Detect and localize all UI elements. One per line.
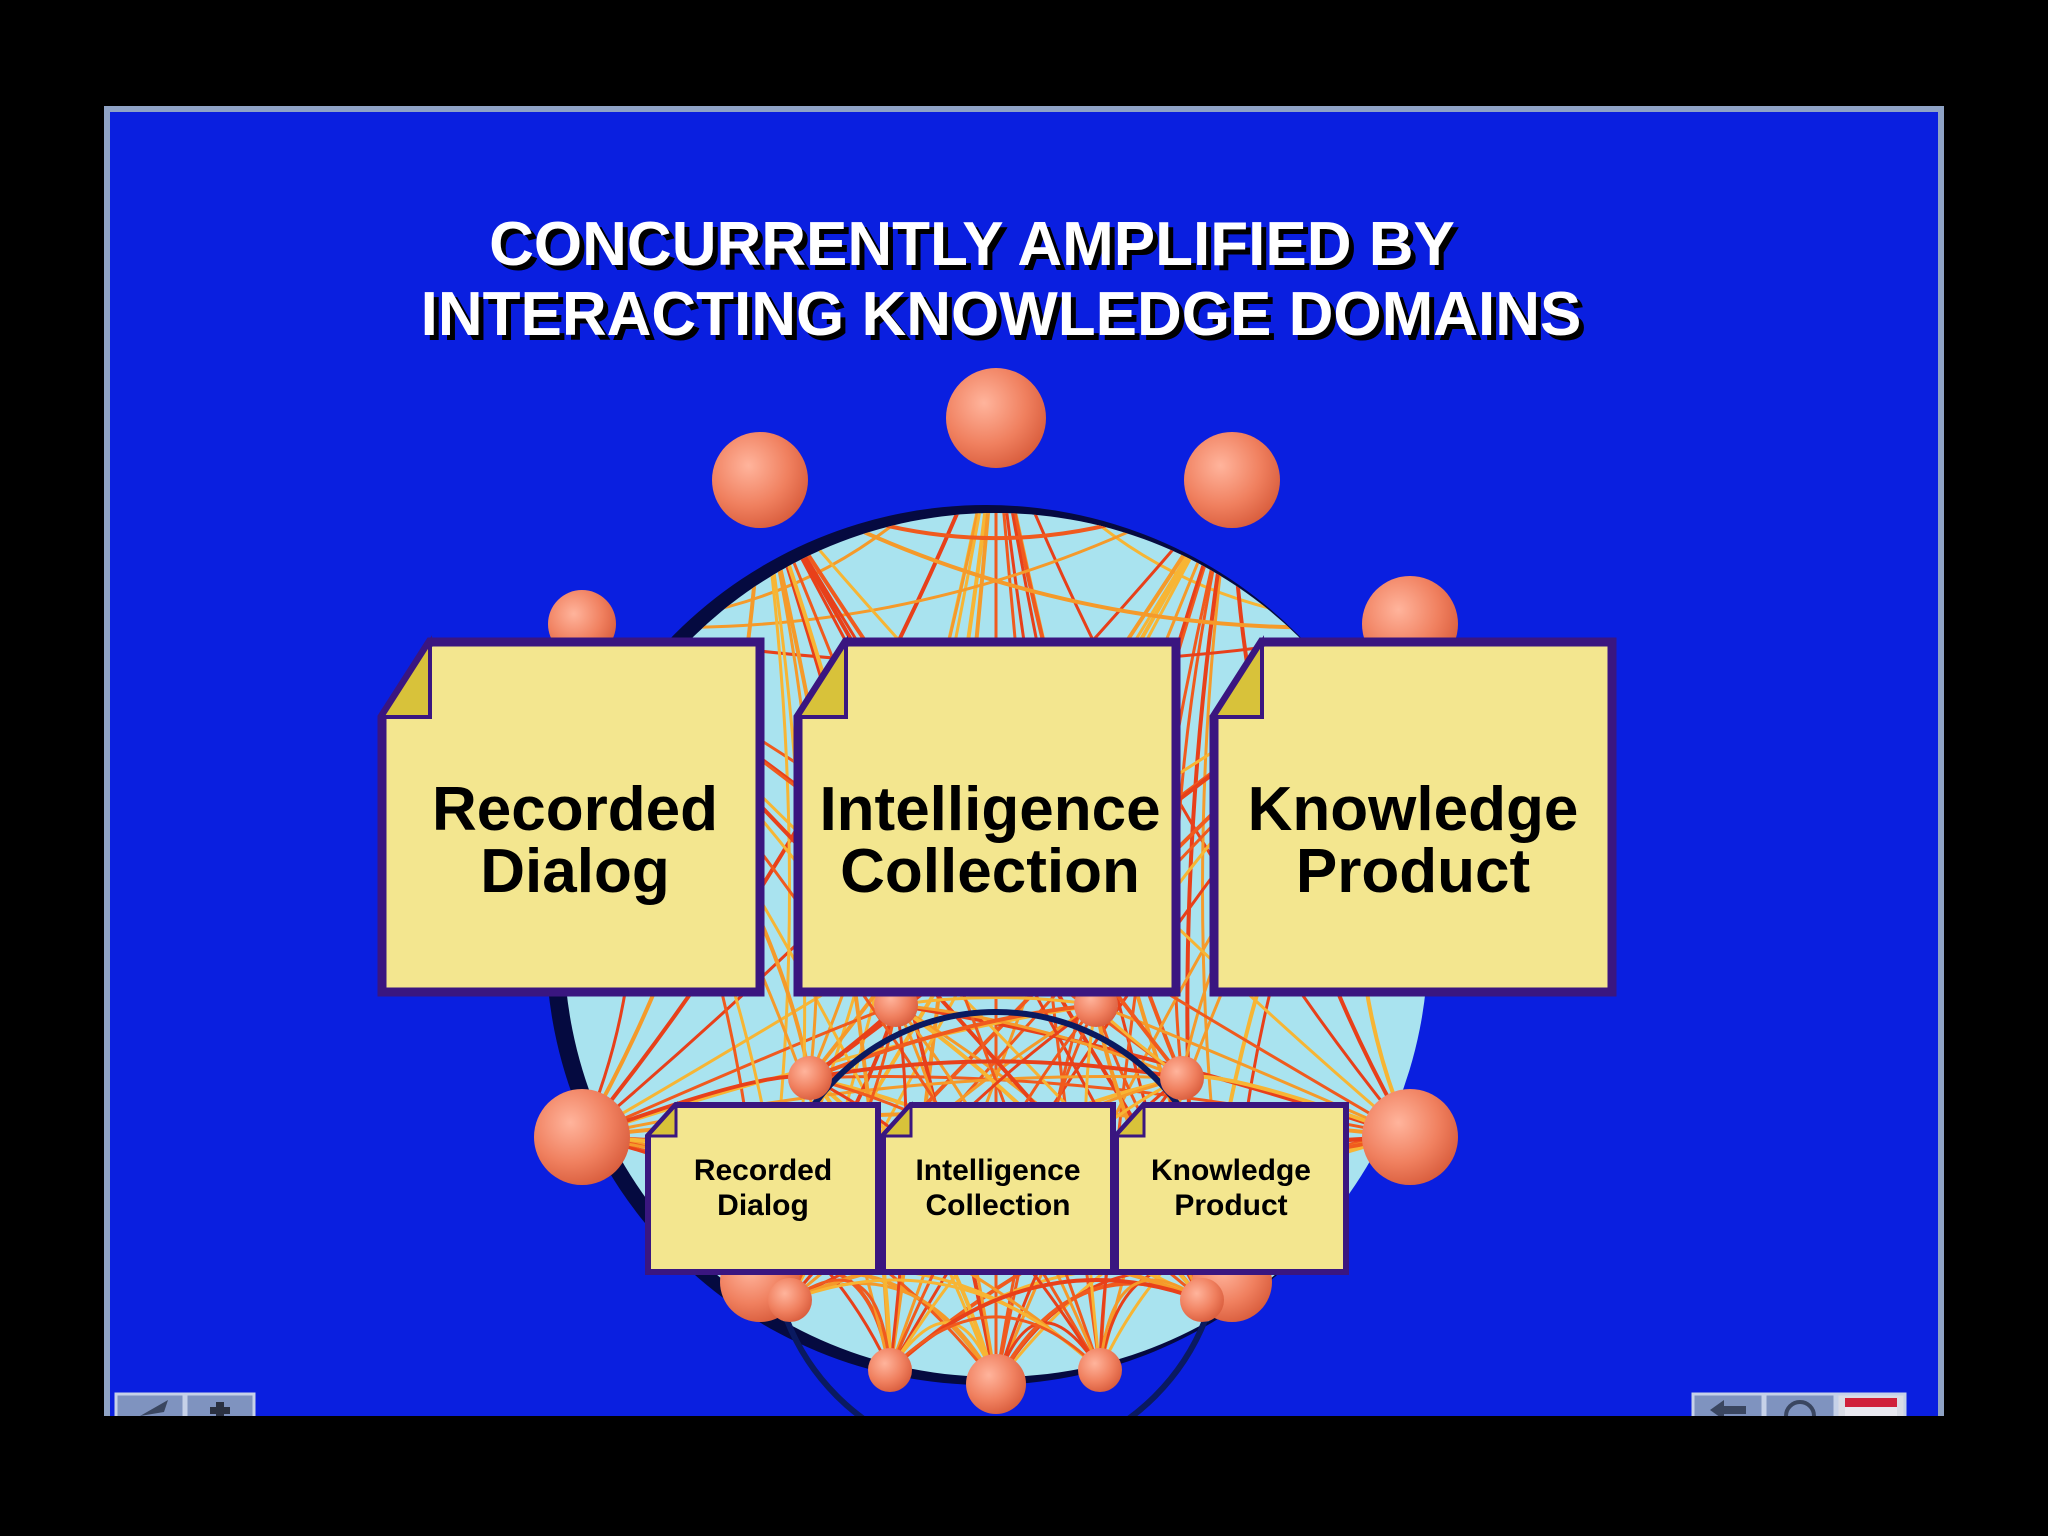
back-arrow-icon: [140, 1400, 168, 1416]
magnifier-icon: [1784, 1400, 1816, 1416]
large-note-intelligence-collection: Intelligence Collection: [793, 635, 1181, 997]
title-line-1-shadow: CONCURRENTLY AMPLIFIED BY: [494, 215, 1460, 284]
slide-title: CONCURRENTLY AMPLIFIED BY CONCURRENTLY A…: [421, 210, 1587, 354]
small-note-knowledge-product: Knowledge Product: [1112, 1101, 1349, 1275]
network-node: [1184, 432, 1280, 528]
return-arrow-icon: [1710, 1400, 1746, 1416]
note-label-line-1: Knowledge: [1151, 1154, 1311, 1187]
network-node: [712, 432, 808, 528]
connection-line: [888, 1315, 1102, 1372]
title-line-2-shadow: INTERACTING KNOWLEDGE DOMAINS: [426, 285, 1587, 354]
large-note-knowledge-product: Knowledge Product: [1209, 635, 1617, 997]
title-line-1: CONCURRENTLY AMPLIFIED BY: [489, 210, 1455, 279]
connection-line: [759, 513, 1233, 541]
large-note-recorded-dialog: Recorded Dialog: [377, 635, 765, 997]
network-node: [788, 1056, 832, 1100]
connection-line: [809, 1059, 1183, 1080]
connection-line: [895, 996, 1097, 1007]
network-node: [1078, 1348, 1122, 1392]
network-node: [966, 1354, 1026, 1414]
connection-line: [1098, 1278, 1203, 1371]
calendar-icon: [1845, 1398, 1897, 1416]
plus-icon: [210, 1402, 230, 1416]
note-label-line-2: Collection: [840, 837, 1140, 906]
network-node: [868, 1348, 912, 1392]
note-label-line-2: Dialog: [480, 837, 669, 906]
search-button[interactable]: [1763, 1392, 1837, 1416]
connection-line: [581, 1003, 897, 1139]
note-label-line-1: Intelligence: [819, 775, 1160, 844]
network-node: [946, 368, 1046, 468]
network-node: [1180, 1278, 1224, 1322]
connection-line: [789, 1278, 892, 1371]
previous-slide-button[interactable]: [114, 1392, 186, 1416]
return-button[interactable]: [1691, 1392, 1765, 1416]
connection-line: [1095, 1003, 1411, 1139]
nav-left: [114, 1392, 256, 1416]
title-line-2: INTERACTING KNOWLEDGE DOMAINS: [421, 280, 1582, 349]
slide: CONCURRENTLY AMPLIFIED BY CONCURRENTLY A…: [104, 106, 1944, 1416]
small-note-intelligence-collection: Intelligence Collection: [879, 1101, 1116, 1275]
note-label-line-1: Recorded: [432, 775, 718, 844]
network-node: [1362, 1089, 1458, 1185]
next-slide-button[interactable]: [184, 1392, 256, 1416]
small-note-recorded-dialog: Recorded Dialog: [644, 1101, 881, 1275]
note-label-line-2: Product: [1174, 1189, 1287, 1222]
network-node: [534, 1089, 630, 1185]
network-node: [1160, 1056, 1204, 1100]
calendar-button[interactable]: [1835, 1392, 1907, 1416]
note-label-line-1: Knowledge: [1248, 775, 1579, 844]
nav-right: [1691, 1392, 1907, 1416]
note-label-line-2: Collection: [925, 1189, 1070, 1222]
note-label-line-2: Product: [1296, 837, 1530, 906]
note-label-line-2: Dialog: [717, 1189, 809, 1222]
note-label-line-1: Recorded: [694, 1154, 832, 1187]
note-label-line-1: Intelligence: [915, 1154, 1080, 1187]
network-node: [768, 1278, 812, 1322]
